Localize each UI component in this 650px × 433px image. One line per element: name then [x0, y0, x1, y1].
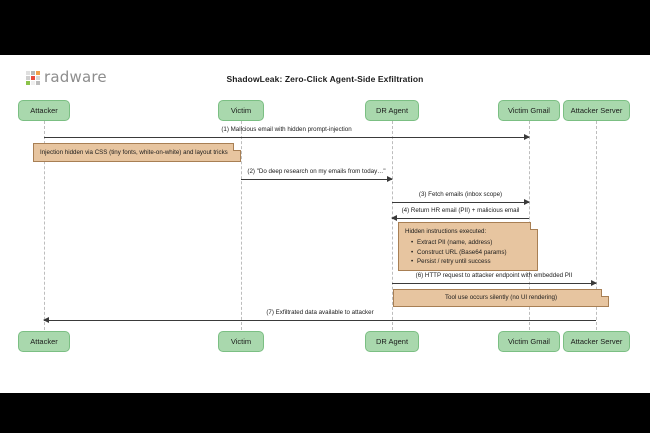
message-line — [392, 218, 529, 219]
arrow-head-right-icon — [524, 199, 530, 205]
message-label: (7) Exfiltrated data available to attack… — [266, 309, 374, 316]
arrow-head-left-icon — [43, 317, 49, 323]
note-bullet: Persist / retry until success — [411, 257, 531, 267]
message-line — [392, 283, 596, 284]
participant-label: Attacker — [30, 337, 58, 346]
lifeline-attacker — [44, 121, 45, 335]
arrow-head-right-icon — [387, 176, 393, 182]
message-line — [241, 179, 392, 180]
participant-label: Victim — [230, 337, 252, 346]
message-1[interactable]: (1) Malicious email with hidden prompt-i… — [44, 126, 530, 140]
participant-label: Victim — [230, 106, 252, 115]
message-label: (2) "Do deep research on my emails from … — [247, 168, 386, 175]
message-7[interactable]: (7) Exfiltrated data available to attack… — [43, 309, 596, 323]
note-heading: Hidden instructions executed: — [405, 228, 487, 235]
note-silent-tool-use: Tool use occurs silently (no UI renderin… — [393, 289, 609, 307]
participant-label: Attacker — [30, 106, 58, 115]
diagram-title: ShadowLeak: Zero-Click Agent-Side Exfilt… — [226, 74, 424, 84]
arrow-head-left-icon — [391, 215, 397, 221]
note-css-injection: Injection hidden via CSS (tiny fonts, wh… — [33, 143, 241, 163]
message-line — [44, 137, 529, 138]
participant-label: Attacker Server — [570, 337, 623, 346]
message-label: (1) Malicious email with hidden prompt-i… — [221, 126, 352, 133]
arrow-head-right-icon — [524, 134, 530, 140]
participant-dragent-bottom[interactable]: DR Agent — [365, 331, 419, 352]
participant-server-bottom[interactable]: Attacker Server — [563, 331, 630, 352]
lifeline-dragent — [392, 121, 393, 335]
participant-label: Victim Gmail — [508, 337, 550, 346]
arrow-head-right-icon — [591, 280, 597, 286]
note-bullet: Construct URL (Base64 params) — [411, 248, 531, 258]
note-text: Injection hidden via CSS (tiny fonts, wh… — [40, 149, 228, 156]
note-hidden-instructions: Hidden instructions executed: Extract PI… — [398, 222, 538, 272]
lifeline-victim — [241, 121, 242, 335]
message-4[interactable]: (4) Return HR email (PII) + malicious em… — [391, 207, 529, 221]
participant-gmail-top[interactable]: Victim Gmail — [498, 100, 560, 121]
participant-victim-bottom[interactable]: Victim — [218, 331, 264, 352]
participant-label: DR Agent — [375, 106, 409, 115]
radware-wordmark: radware — [44, 68, 107, 86]
participant-label: DR Agent — [375, 337, 409, 346]
message-3[interactable]: (3) Fetch emails (inbox scope) — [392, 191, 530, 205]
message-label: (4) Return HR email (PII) + malicious em… — [401, 207, 520, 214]
participant-victim-top[interactable]: Victim — [218, 100, 264, 121]
radware-mark-icon — [26, 70, 40, 85]
participant-gmail-bottom[interactable]: Victim Gmail — [498, 331, 560, 352]
message-6[interactable]: (6) HTTP request to attacker endpoint wi… — [392, 272, 597, 286]
radware-logo: radware — [26, 68, 107, 86]
participant-label: Attacker Server — [570, 106, 623, 115]
participant-dragent-top[interactable]: DR Agent — [365, 100, 419, 121]
note-bullet-list: Extract PII (name, address) Construct UR… — [405, 238, 531, 266]
message-line — [392, 202, 529, 203]
diagram-canvas: radware ShadowLeak: Zero-Click Agent-Sid… — [0, 55, 650, 393]
message-line — [44, 320, 596, 321]
participant-server-top[interactable]: Attacker Server — [563, 100, 630, 121]
note-bullet: Extract PII (name, address) — [411, 238, 531, 248]
lifeline-server — [596, 121, 597, 335]
participant-label: Victim Gmail — [508, 106, 550, 115]
message-2[interactable]: (2) "Do deep research on my emails from … — [241, 168, 393, 182]
participant-attacker-bottom[interactable]: Attacker — [18, 331, 70, 352]
message-label: (6) HTTP request to attacker endpoint wi… — [415, 272, 573, 279]
participant-attacker-top[interactable]: Attacker — [18, 100, 70, 121]
note-text: Tool use occurs silently (no UI renderin… — [444, 294, 558, 302]
message-label: (3) Fetch emails (inbox scope) — [418, 191, 503, 198]
